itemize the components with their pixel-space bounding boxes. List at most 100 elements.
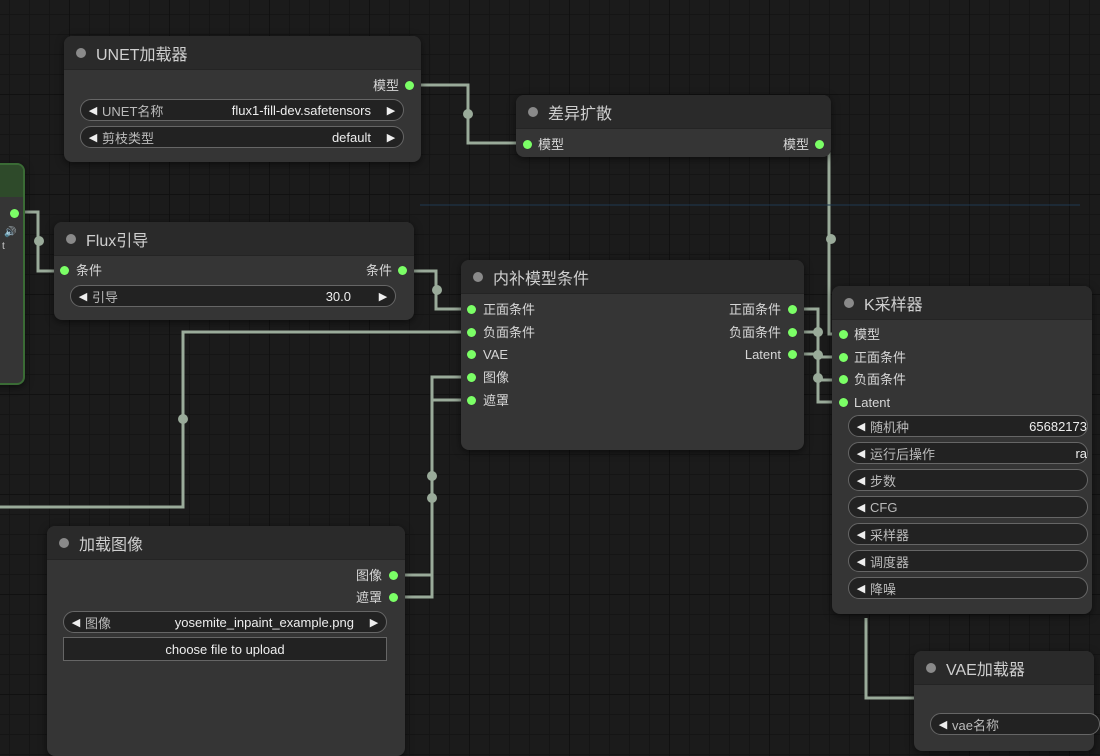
output-latent-label: Latent <box>744 347 781 362</box>
node-header[interactable]: Flux引导 <box>54 222 414 256</box>
link-midpoint-dot[interactable] <box>427 493 437 503</box>
output-conditioning-dot[interactable] <box>10 209 19 218</box>
arrow-left-icon[interactable]: ◀ <box>938 718 948 731</box>
node-header[interactable]: VAE加载器 <box>914 651 1094 685</box>
node-unet-loader[interactable]: UNET加载器 模型 ◀ UNET名称 flux1-fill-dev.safet… <box>64 36 421 162</box>
node-load-image[interactable]: 加载图像 图像 遮罩 ◀ 图像 yosemite_inpaint_example… <box>47 526 405 756</box>
widget-label: CFG <box>870 499 898 515</box>
widget-label: UNET名称 <box>102 103 164 119</box>
link-vae-to-ksampler <box>864 618 914 700</box>
arrow-left-icon[interactable]: ◀ <box>88 104 98 117</box>
widget-label: 剪枝类型 <box>102 130 155 146</box>
arrow-left-icon[interactable]: ◀ <box>856 501 866 514</box>
link-midpoint-dot[interactable] <box>34 236 44 246</box>
upload-button[interactable]: choose file to upload <box>63 637 387 661</box>
output-conditioning-dot[interactable] <box>398 266 407 275</box>
output-image-dot[interactable] <box>389 571 398 580</box>
input-model-label: 模型 <box>854 327 881 342</box>
node-title: 内补模型条件 <box>493 270 590 288</box>
link-midpoint-dot[interactable] <box>813 327 823 337</box>
link-midpoint-dot[interactable] <box>463 109 473 119</box>
widget-label: 运行后操作 <box>870 446 936 462</box>
input-latent-dot[interactable] <box>839 398 848 407</box>
output-conditioning-label: 条件 <box>365 263 392 278</box>
link-midpoint-dot[interactable] <box>178 414 188 424</box>
collapse-toggle-icon[interactable] <box>926 662 936 673</box>
node-header[interactable]: 差异扩散 <box>516 95 831 129</box>
input-model-dot[interactable] <box>523 140 532 149</box>
cfg-widget[interactable]: ◀ CFG <box>848 496 1088 518</box>
input-image-dot[interactable] <box>467 373 476 382</box>
node-header[interactable]: K采样器 <box>832 286 1092 320</box>
unet-name-combo[interactable]: ◀ UNET名称 flux1-fill-dev.safetensors ▶ <box>80 99 404 121</box>
input-vae-label: VAE <box>483 347 509 362</box>
input-conditioning-dot[interactable] <box>60 266 69 275</box>
arrow-right-icon[interactable]: ▶ <box>378 290 388 303</box>
collapse-toggle-icon[interactable] <box>66 233 76 244</box>
image-combo[interactable]: ◀ 图像 yosemite_inpaint_example.png ▶ <box>63 611 387 633</box>
arrow-left-icon[interactable]: ◀ <box>856 555 866 568</box>
input-model-label: 模型 <box>538 137 565 152</box>
arrow-left-icon[interactable]: ◀ <box>71 616 81 629</box>
arrow-left-icon[interactable]: ◀ <box>78 290 88 303</box>
widget-label: 引导 <box>92 289 119 305</box>
input-positive-dot[interactable] <box>467 305 476 314</box>
arrow-right-icon[interactable]: ▶ <box>386 104 396 117</box>
node-header[interactable]: UNET加载器 <box>64 36 421 70</box>
node-title: UNET加载器 <box>96 46 188 64</box>
input-negative-dot[interactable] <box>467 328 476 337</box>
output-model-dot[interactable] <box>815 140 824 149</box>
input-vae-dot[interactable] <box>467 350 476 359</box>
collapse-toggle-icon[interactable] <box>844 297 854 308</box>
node-title: 差异扩散 <box>548 105 613 123</box>
scheduler-widget[interactable]: ◀ 调度器 <box>848 550 1088 572</box>
collapse-toggle-icon[interactable] <box>76 47 86 58</box>
input-image-label: 图像 <box>483 370 510 385</box>
input-negative-label: 负面条件 <box>854 372 907 387</box>
vae-name-combo[interactable]: ◀ vae名称 <box>930 713 1100 735</box>
output-image-label: 图像 <box>355 568 382 583</box>
arrow-left-icon[interactable]: ◀ <box>856 474 866 487</box>
arrow-left-icon[interactable]: ◀ <box>88 131 98 144</box>
guidance-number-widget[interactable]: ◀ 引导 30.0 ▶ <box>70 285 396 307</box>
link-midpoint-dot[interactable] <box>432 285 442 295</box>
output-latent-dot[interactable] <box>788 350 797 359</box>
node-differential-diffusion[interactable]: 差异扩散 模型 模型 <box>516 95 831 157</box>
collapse-toggle-icon[interactable] <box>528 106 538 117</box>
arrow-right-icon[interactable]: ▶ <box>369 616 379 629</box>
node-header[interactable]: 加载图像 <box>47 526 405 560</box>
input-positive-dot[interactable] <box>839 353 848 362</box>
arrow-left-icon[interactable]: ◀ <box>856 528 866 541</box>
steps-widget[interactable]: ◀ 步数 <box>848 469 1088 491</box>
arrow-left-icon[interactable]: ◀ <box>856 582 866 595</box>
node-vae-loader[interactable]: VAE加载器 ◀ vae名称 <box>914 651 1100 751</box>
collapse-toggle-icon[interactable] <box>59 537 69 548</box>
sampler-widget[interactable]: ◀ 采样器 <box>848 523 1088 545</box>
output-mask-dot[interactable] <box>389 593 398 602</box>
control-after-generate-widget[interactable]: ◀ 运行后操作 ra <box>848 442 1088 464</box>
node-ksampler[interactable]: K采样器 模型 正面条件 负面条件 Latent ◀ 随机种 65682173 … <box>832 286 1092 614</box>
output-negative-dot[interactable] <box>788 328 797 337</box>
arrow-right-icon[interactable]: ▶ <box>386 131 396 144</box>
arrow-left-icon[interactable]: ◀ <box>856 420 866 433</box>
node-flux-guidance[interactable]: Flux引导 条件 条件 ◀ 引导 30.0 ▶ <box>54 222 414 320</box>
link-midpoint-dot[interactable] <box>826 234 836 244</box>
input-model-dot[interactable] <box>839 330 848 339</box>
link-midpoint-dot[interactable] <box>813 350 823 360</box>
seed-widget[interactable]: ◀ 随机种 65682173 <box>848 415 1088 437</box>
output-positive-label: 正面条件 <box>728 302 781 317</box>
weight-dtype-combo[interactable]: ◀ 剪枝类型 default ▶ <box>80 126 404 148</box>
collapse-toggle-icon[interactable] <box>473 271 483 282</box>
node-inpaint-model-conditioning[interactable]: 内补模型条件 正面条件 负面条件 VAE 图像 遮罩 正面条件 负面条件 Lat… <box>461 260 804 450</box>
node-clip-text-partial[interactable]: 🔊 t <box>0 163 25 385</box>
input-mask-dot[interactable] <box>467 396 476 405</box>
node-header[interactable]: 内补模型条件 <box>461 260 804 294</box>
input-negative-dot[interactable] <box>839 375 848 384</box>
widget-value: flux1-fill-dev.safetensors <box>231 102 371 118</box>
arrow-left-icon[interactable]: ◀ <box>856 447 866 460</box>
output-positive-dot[interactable] <box>788 305 797 314</box>
link-midpoint-dot[interactable] <box>427 471 437 481</box>
output-model-dot[interactable] <box>405 81 414 90</box>
link-midpoint-dot[interactable] <box>813 373 823 383</box>
denoise-widget[interactable]: ◀ 降噪 <box>848 577 1088 599</box>
